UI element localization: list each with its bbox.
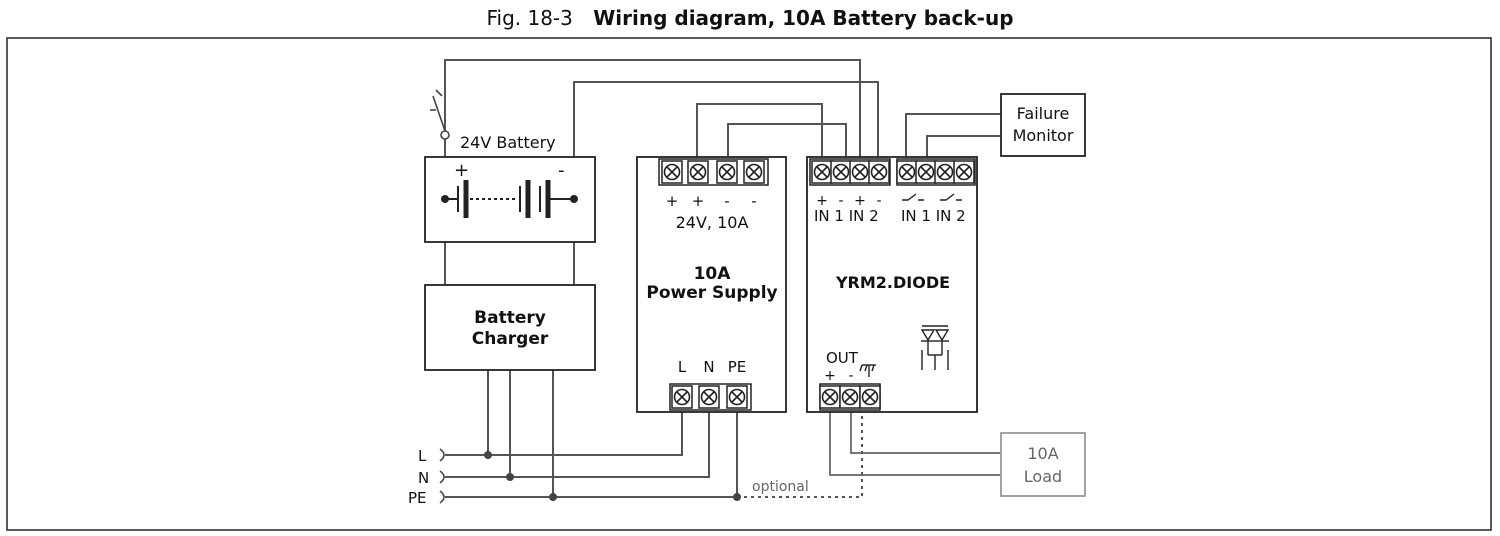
psu-out-pol-4: -: [751, 192, 756, 210]
diode-in-labels: IN 1 IN 2: [814, 207, 879, 225]
power-supply-box: [636, 156, 787, 413]
battery-switch: [430, 89, 450, 140]
diode-in-pol-3: +: [854, 193, 866, 209]
outer-frame: [6, 37, 1492, 531]
diode-relay-terminals: [896, 158, 976, 186]
wire-battery-plus-top: [444, 59, 861, 165]
psu-out-pol-3: -: [724, 192, 729, 210]
psu-label-2: Power Supply: [646, 283, 777, 303]
load-label-1: 10A: [1027, 444, 1058, 463]
wire-mains-L: [445, 405, 683, 456]
wire-psu-plus: [696, 103, 823, 165]
battery-node-plus: [441, 195, 449, 203]
charger-label-1: Battery: [474, 308, 546, 328]
mains-label-N: N: [418, 469, 429, 487]
diode-out-pol-2: -: [848, 368, 853, 384]
diode-in-pol-4: -: [876, 193, 881, 209]
psu-input-L: L: [678, 358, 687, 376]
battery-node-minus: [570, 195, 578, 203]
load-label-2: Load: [1024, 467, 1062, 486]
mains-label-L: L: [418, 447, 427, 465]
diode-in-pol-1: +: [816, 193, 828, 209]
psu-output-rating: 24V, 10A: [676, 213, 749, 232]
psu-out-pol-2: +: [692, 192, 705, 210]
diode-module-name: YRM2.DIODE: [835, 273, 950, 292]
psu-input-PE: PE: [728, 358, 747, 376]
failure-monitor-label-2: Monitor: [1013, 126, 1074, 145]
wire-battery-minus-top: [573, 81, 879, 165]
failure-monitor-box: [1000, 93, 1086, 157]
psu-input-terminals: [669, 383, 752, 411]
earth-ground-icon: [859, 364, 876, 377]
wire-monitor-1: [905, 113, 1001, 165]
diode-in-pol-2: -: [838, 193, 843, 209]
wire-out-minus-load: [850, 405, 1001, 454]
optional-label: optional: [752, 479, 809, 495]
diode-out-label: OUT: [826, 349, 859, 367]
figure-number: Fig. 18-3: [486, 6, 573, 30]
wire-mains-N: [445, 405, 710, 478]
wire-psu-minus: [727, 123, 847, 165]
diode-output-terminals: [819, 383, 881, 411]
psu-out-pol-1: +: [666, 192, 679, 210]
diode-out-pol-1: +: [824, 368, 836, 384]
failure-monitor-label-1: Failure: [1017, 104, 1070, 123]
wire-monitor-2: [926, 135, 1001, 165]
battery-label: 24V Battery: [460, 133, 556, 152]
charger-box: [424, 284, 596, 371]
figure-caption: Fig. 18-3 Wiring diagram, 10A Battery ba…: [0, 6, 1500, 30]
relay-contact-symbols: [902, 193, 962, 201]
psu-label-1: 10A: [694, 264, 732, 284]
load-box: [1000, 432, 1086, 497]
figure-title: Wiring diagram, 10A Battery back-up: [593, 6, 1014, 30]
junction-dots: [484, 451, 741, 501]
battery-plus-sign: +: [454, 160, 469, 181]
diode-symbol-icon: [920, 325, 950, 370]
mains-terminals: [439, 448, 445, 504]
mains-label-PE: PE: [408, 489, 427, 507]
diode-relay-labels: IN 1 IN 2: [901, 207, 966, 225]
wire-out-plus-load: [829, 405, 1001, 476]
battery-minus-sign: -: [558, 160, 565, 181]
psu-output-terminals: [658, 158, 769, 186]
psu-input-N: N: [703, 358, 714, 376]
charger-label-2: Charger: [472, 329, 549, 349]
diode-input-terminals: [809, 158, 891, 186]
